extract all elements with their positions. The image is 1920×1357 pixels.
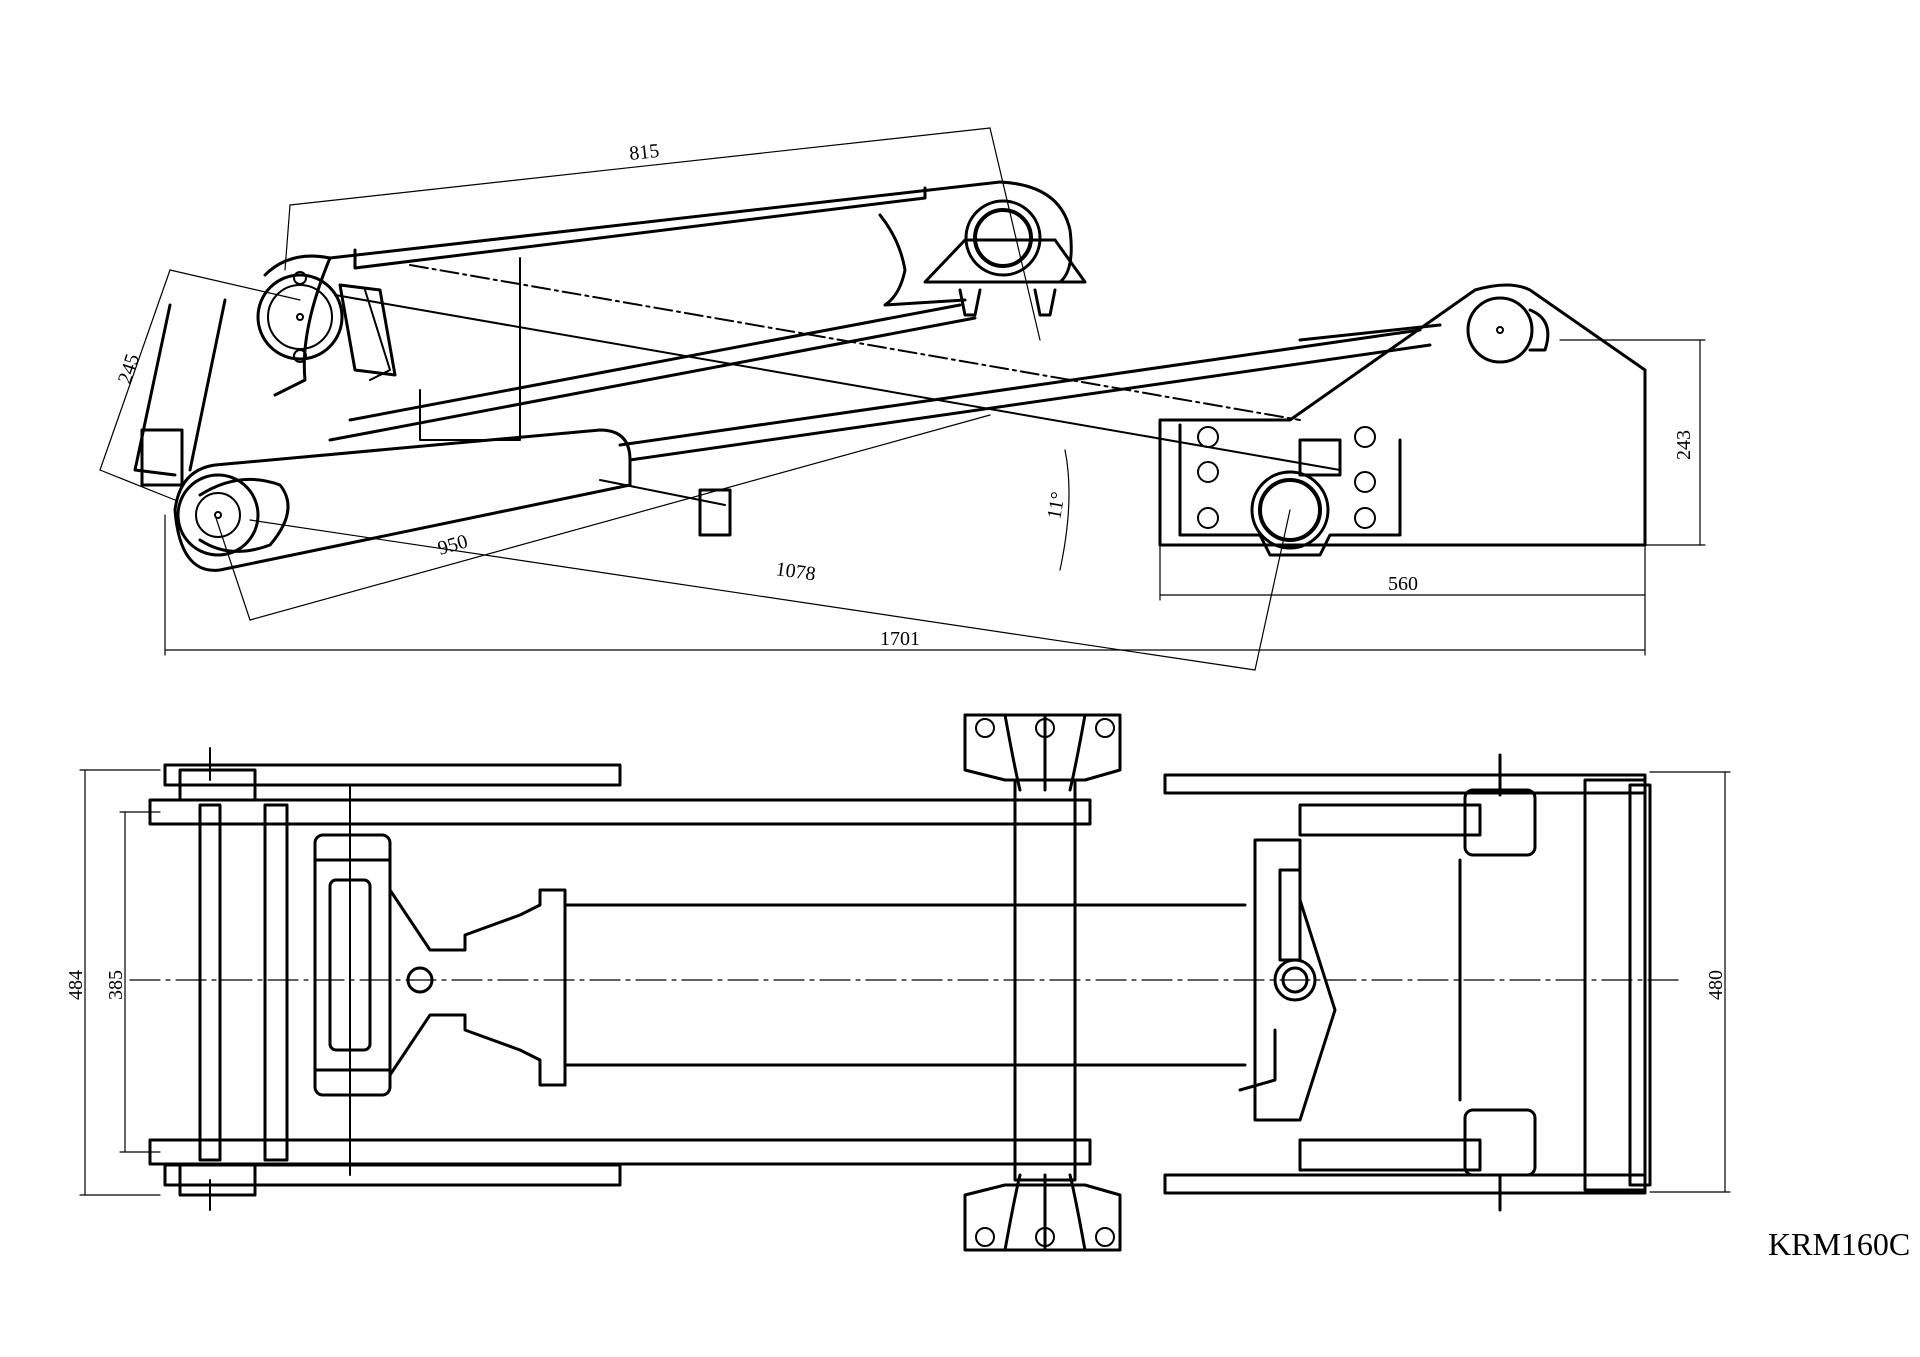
top-view: 484 385 480 [65, 713, 1731, 1252]
dim-385: 385 [105, 970, 127, 1000]
cross-strut [328, 303, 977, 442]
base-rail [618, 323, 1442, 462]
rear-pivots-top [1458, 753, 1537, 1212]
hydraulic-cylinder [334, 257, 1341, 537]
side-dimension-lines [99, 127, 1706, 671]
saddle-plate [133, 298, 227, 487]
left-frame [148, 763, 1092, 1197]
side-dimension-labels: 815 245 243 11° 950 1078 560 1701 [114, 140, 1695, 650]
dim-11-deg: 11° [1043, 490, 1069, 521]
central-cross-member [963, 713, 1122, 1252]
dim-950: 950 [435, 530, 470, 559]
dim-243: 243 [1673, 430, 1695, 460]
rear-top-pivot [1466, 296, 1550, 364]
saddle-top [313, 833, 392, 1097]
dim-484: 484 [65, 970, 87, 1000]
cylinder-top [388, 888, 1247, 1087]
upper-pivot [964, 199, 1042, 277]
dim-1701: 1701 [880, 628, 920, 650]
rear-lower-pivot [1250, 438, 1342, 550]
dim-815: 815 [628, 140, 660, 165]
upper-arm [263, 180, 1073, 397]
upper-arm-bracket [923, 238, 1087, 317]
lower-left-pivot [176, 473, 260, 557]
top-dimension-labels: 484 385 480 [65, 970, 1727, 1000]
left-upper-pivot [256, 271, 344, 363]
dim-1078: 1078 [774, 558, 817, 585]
rear-center-mount [1238, 838, 1337, 1122]
side-view: 815 245 243 11° 950 1078 560 1701 [99, 127, 1706, 671]
rear-frame [1163, 773, 1652, 1195]
bracket-bolts [975, 718, 1115, 1247]
rear-base [1158, 283, 1647, 557]
dim-480: 480 [1705, 970, 1727, 1000]
rear-base-bolts [1197, 426, 1376, 529]
model-label: KRM160C [1768, 1226, 1910, 1262]
top-dimension-lines [79, 769, 1731, 1196]
dim-560: 560 [1388, 573, 1418, 595]
lower-arm [173, 428, 632, 572]
left-pins [209, 747, 351, 1211]
